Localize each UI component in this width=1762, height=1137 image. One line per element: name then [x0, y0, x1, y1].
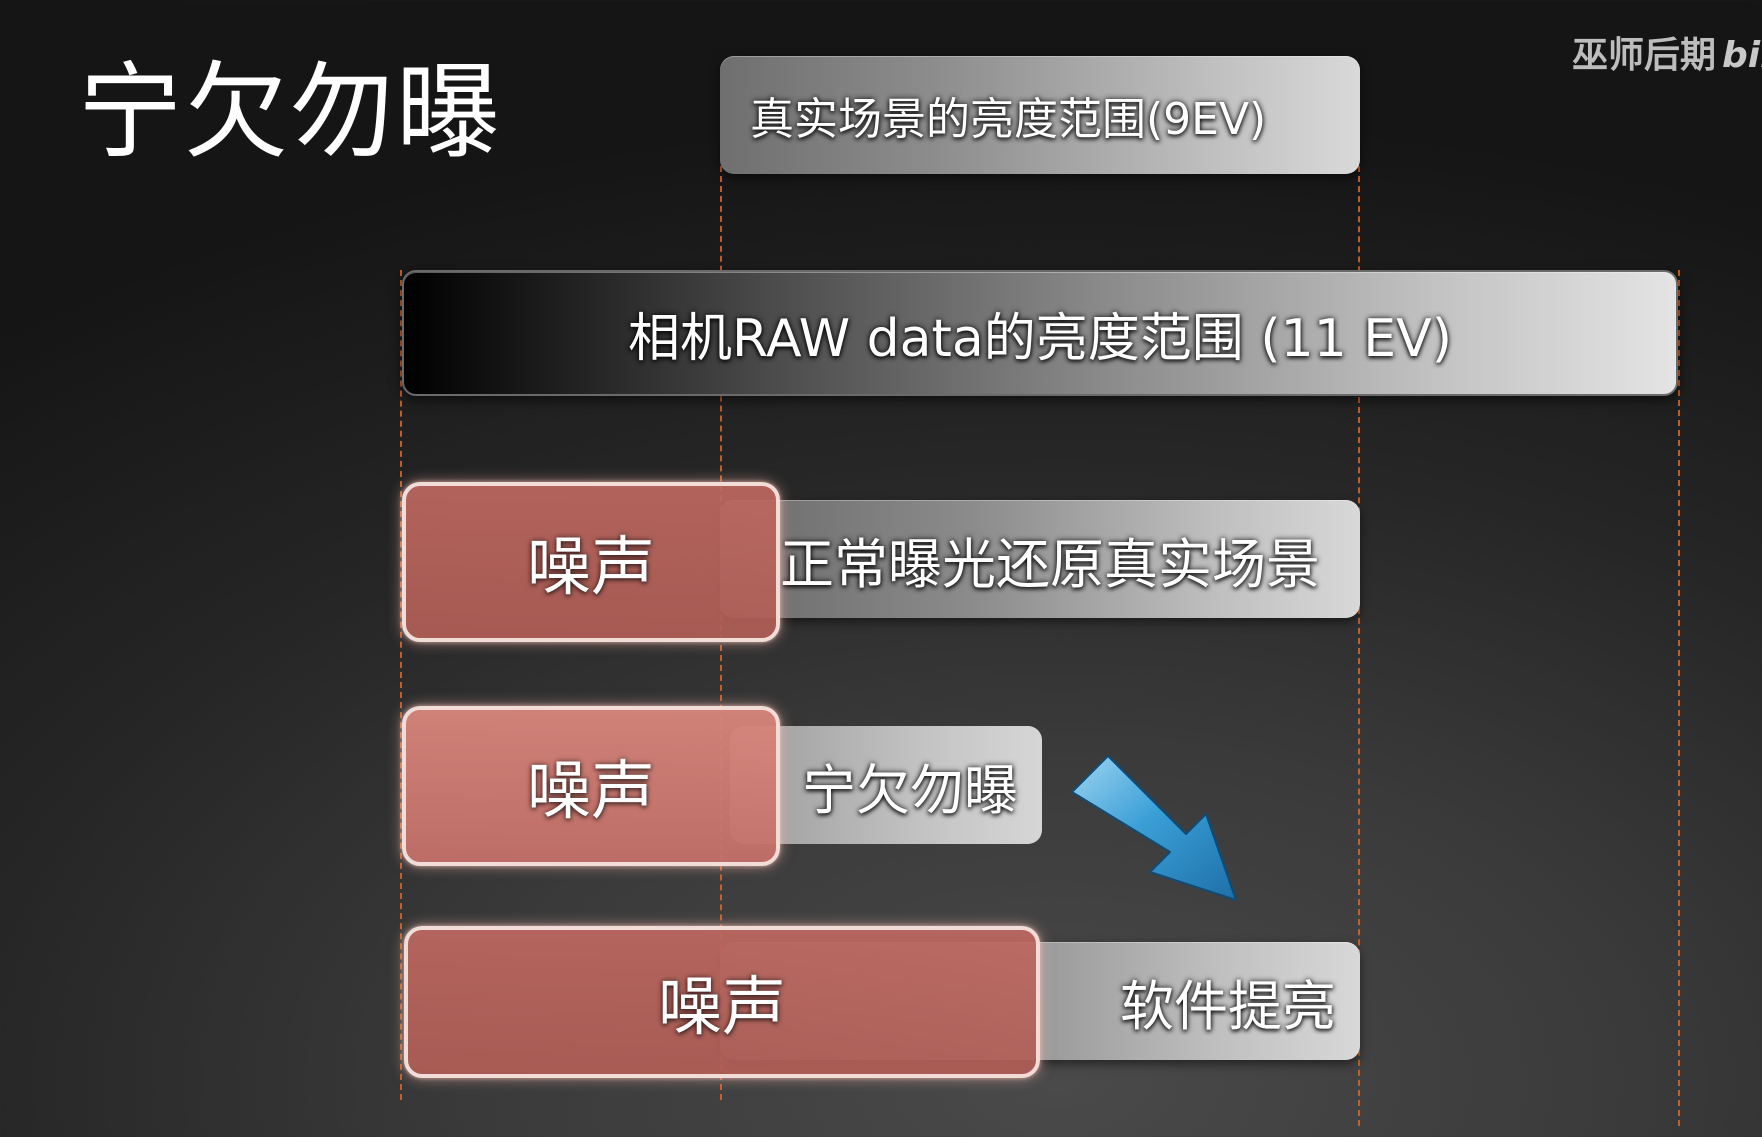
noise-block-2: 噪声 [402, 706, 780, 866]
noise-block-3: 噪声 [404, 926, 1040, 1078]
noise-block-1: 噪声 [402, 482, 780, 642]
watermark-text: 巫师后期 [1572, 35, 1717, 76]
slide-title: 宁欠勿曝 [78, 51, 503, 173]
normal-exposure-label: 正常曝光还原真实场景 [780, 532, 1320, 596]
noise-label-1: 噪声 [527, 531, 655, 605]
watermark: 巫师后期bili [1572, 32, 1762, 80]
underexpose-bar: 宁欠勿曝 [730, 726, 1042, 844]
underexpose-label: 宁欠勿曝 [802, 758, 1018, 822]
camera-raw-range-bar: 相机RAW data的亮度范围 (11 EV) [402, 270, 1678, 396]
guide-line-raw-right [1678, 270, 1680, 1126]
bilibili-logo: bili [1722, 35, 1762, 76]
diagonal-down-right-arrow-icon [1071, 755, 1237, 901]
real-scene-range-label: 真实场景的亮度范围(9EV) [750, 94, 1267, 145]
normal-exposure-bar: 正常曝光还原真实场景 [720, 500, 1360, 618]
guide-line-scene-right [1358, 166, 1360, 1126]
noise-label-3: 噪声 [658, 971, 786, 1045]
software-brighten-label: 软件提亮 [1120, 974, 1336, 1038]
guide-line-raw-left [400, 270, 402, 1100]
noise-label-2: 噪声 [527, 755, 655, 829]
real-scene-range-bar: 真实场景的亮度范围(9EV) [720, 56, 1360, 174]
camera-raw-range-label: 相机RAW data的亮度范围 (11 EV) [627, 308, 1453, 369]
